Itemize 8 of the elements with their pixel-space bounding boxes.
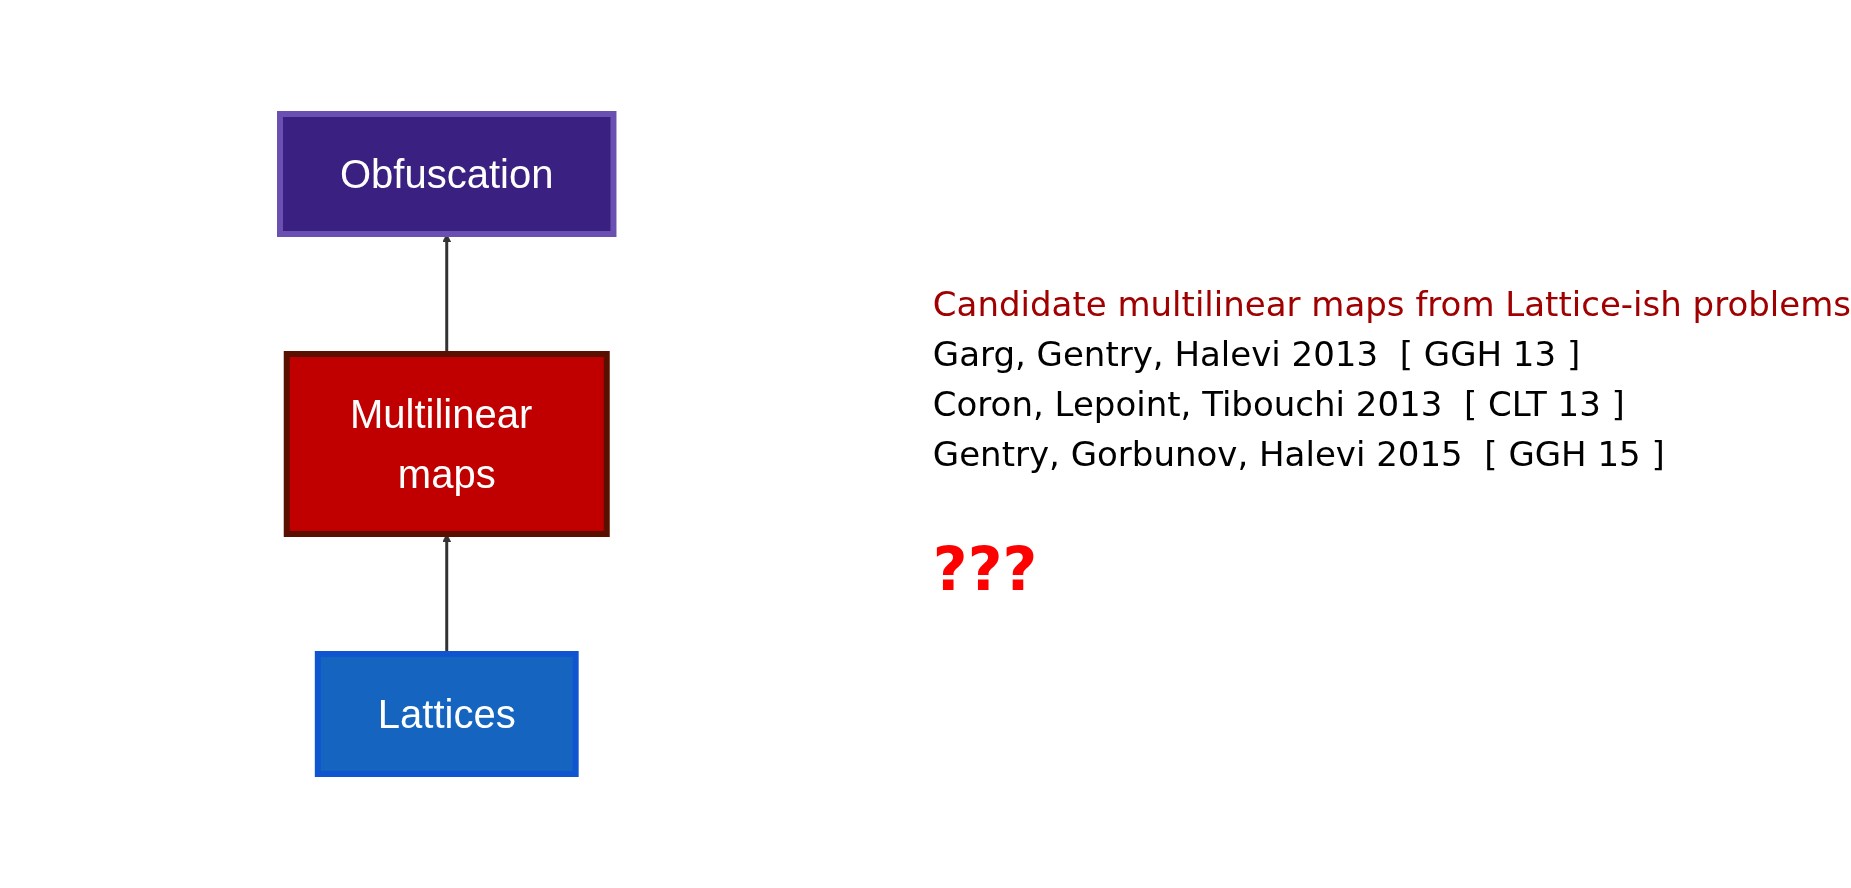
node-box: Obfuscation	[276, 111, 617, 237]
reference-text: Coron, Lepoint, Tibouchi 2013 [ CLT 13 ]	[932, 384, 1626, 424]
node-box: Multilinear maps	[283, 351, 610, 537]
node-box: Lattices	[314, 651, 579, 777]
reference-text: Gentry, Gorbunov, Halevi 2015 [ GGH 15 ]	[932, 434, 1666, 474]
heading-text: Candidate multilinear maps from Lattice-ish problems	[932, 284, 1851, 324]
reference-text: Garg, Gentry, Halevi 2013 [ GGH 13 ]	[932, 334, 1582, 374]
question-marks: ???	[932, 534, 1039, 604]
